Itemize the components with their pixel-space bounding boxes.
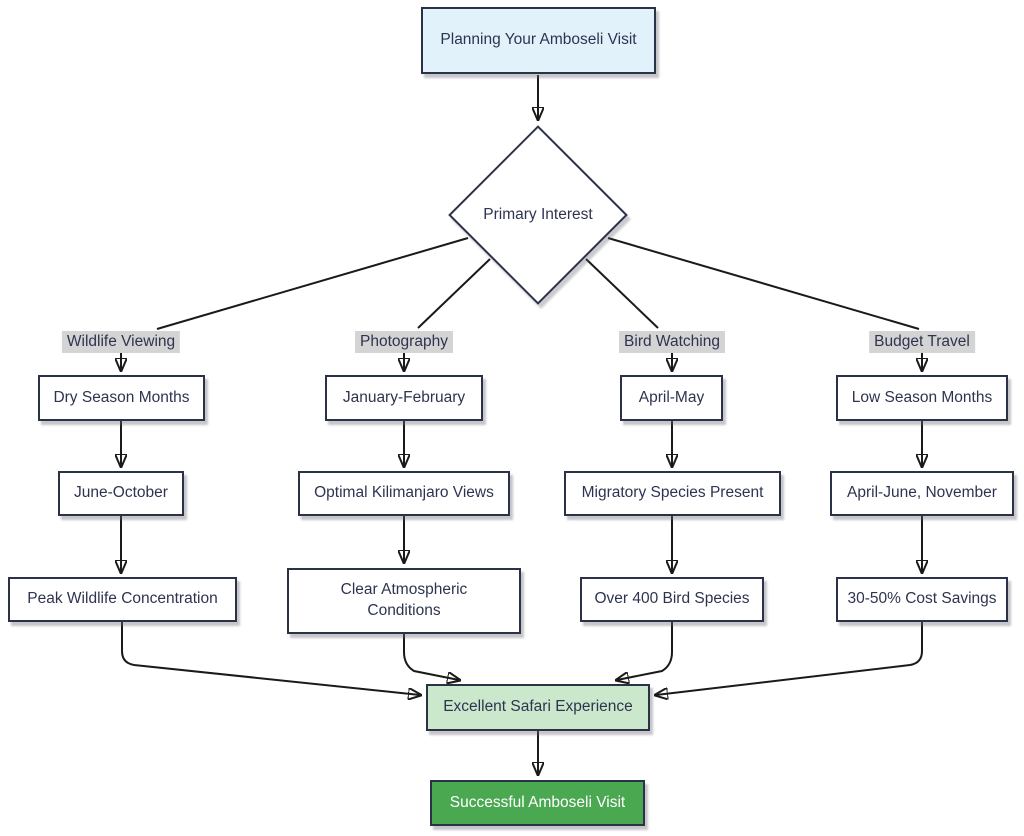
node-optimal-kilimanjaro-views: Optimal Kilimanjaro Views <box>298 471 510 516</box>
node-cost-savings: 30-50% Cost Savings <box>836 577 1008 622</box>
node-january-february: January-February <box>325 375 483 421</box>
edge-decision-to-budget <box>607 237 920 330</box>
node-dry-season-months: Dry Season Months <box>38 375 205 421</box>
node-over-400-bird-species: Over 400 Bird Species <box>580 577 764 622</box>
edge-label-wildlife-viewing: Wildlife Viewing <box>61 331 181 353</box>
edge-label-photography: Photography <box>355 331 453 353</box>
node-label: Peak Wildlife Concentration <box>27 590 218 608</box>
node-label: 30-50% Cost Savings <box>847 590 997 608</box>
decision-primary-interest: Primary Interest <box>448 125 628 305</box>
node-label: Optimal Kilimanjaro Views <box>314 484 494 502</box>
node-clear-atmospheric-conditions: Clear Atmospheric Conditions <box>287 568 521 634</box>
node-june-october: June-October <box>58 471 184 516</box>
node-label: Successful Amboseli Visit <box>449 793 626 811</box>
node-migratory-species-present: Migratory Species Present <box>564 471 781 516</box>
node-label: April-May <box>638 388 705 406</box>
node-label: Clear Atmospheric Conditions <box>340 581 468 619</box>
node-label: Excellent Safari Experience <box>443 698 633 716</box>
node-label: Migratory Species Present <box>581 484 764 502</box>
node-low-season-months: Low Season Months <box>836 375 1008 421</box>
node-planning-title: Planning Your Amboseli Visit <box>421 7 656 74</box>
node-label: January-February <box>342 388 466 406</box>
node-excellent-safari-experience: Excellent Safari Experience <box>426 684 650 731</box>
edge-peak-to-outcome <box>121 622 420 695</box>
node-april-may: April-May <box>620 375 723 421</box>
edge-decision-to-photography <box>417 258 491 329</box>
node-label: June-October <box>74 484 168 502</box>
edge-decision-to-birdwatching <box>585 258 659 329</box>
node-peak-wildlife-concentration: Peak Wildlife Concentration <box>8 577 237 622</box>
edge-decision-to-wildlife <box>156 237 469 330</box>
node-april-june-november: April-June, November <box>830 471 1014 516</box>
edge-clear-to-outcome <box>403 634 459 680</box>
edge-over400-to-outcome <box>617 622 673 680</box>
node-label: Dry Season Months <box>53 388 190 406</box>
node-label: Low Season Months <box>851 388 993 406</box>
decision-label: Primary Interest <box>483 206 593 223</box>
node-label: Over 400 Bird Species <box>594 590 750 608</box>
edge-label-bird-watching: Bird Watching <box>619 331 725 353</box>
node-successful-amboseli-visit: Successful Amboseli Visit <box>430 780 645 826</box>
edge-label-budget-travel: Budget Travel <box>869 331 975 353</box>
edge-savings-to-outcome <box>656 622 923 695</box>
node-label: Planning Your Amboseli Visit <box>440 31 637 49</box>
node-label: April-June, November <box>847 484 997 502</box>
